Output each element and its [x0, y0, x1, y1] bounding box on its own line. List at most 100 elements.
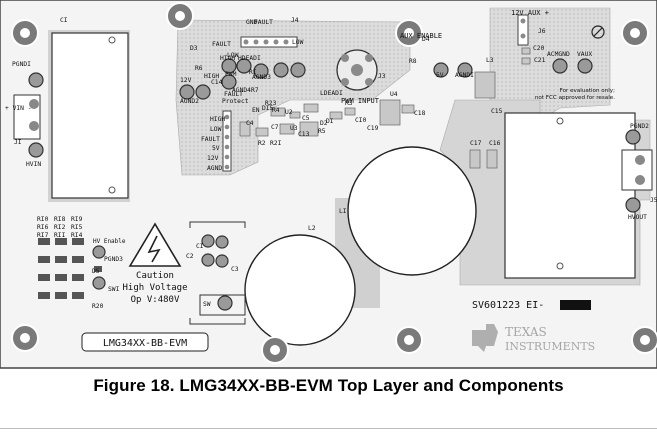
silkscreen-label: HIGH [204, 73, 219, 80]
silkscreen-label: DI5 [262, 105, 274, 112]
pwm-input-label: PWM INPUT [341, 97, 380, 105]
silkscreen-label: AGNDI [455, 72, 474, 79]
silkscreen-label: L2 [308, 225, 316, 232]
silkscreen-label: C16 [489, 140, 501, 147]
silkscreen-label: R23 [265, 100, 277, 107]
silkscreen-label: RI [249, 69, 257, 76]
silkscreen-label: PGND2 [630, 123, 649, 130]
silkscreen-label: R2 [258, 140, 266, 147]
silkscreen-label: C17 [470, 140, 482, 147]
silkscreen-label: R7 [251, 87, 259, 94]
silkscreen-label: RII [54, 232, 66, 239]
serial-number: SV601223 EI- [472, 300, 544, 311]
redacted-serial-block [560, 300, 591, 310]
silkscreen-label: JI [14, 139, 22, 146]
silkscreen-label: C13 [298, 131, 310, 138]
silkscreen-label: R20 [92, 303, 104, 310]
aux-supply-label: 12V AUX + [511, 9, 549, 17]
bottom-rule [0, 428, 657, 429]
caution-line3: Op V:480V [131, 295, 180, 305]
silkscreen-label: RI7 [37, 232, 49, 239]
silkscreen-label: D2 [320, 120, 328, 127]
svg-text:TEXAS: TEXAS [505, 325, 547, 339]
silkscreen-label: PGND3 [104, 256, 123, 263]
silkscreen-label: GND [246, 19, 258, 26]
silkscreen-label: R8 [409, 58, 417, 65]
silkscreen-label: LI [339, 208, 347, 215]
aux-enable-label: AUX ENABLE [400, 32, 442, 40]
figure-caption: Figure 18. LMG34XX-BB-EVM Top Layer and … [93, 376, 564, 395]
eval-note-line1: For evaluation only; [560, 88, 616, 94]
silkscreen-label: ACMGND [547, 51, 570, 58]
silkscreen-label: C2 [186, 253, 194, 260]
hv-enable-label: HV Enable [93, 238, 126, 245]
silkscreen-label: CI [196, 243, 204, 250]
caution-line2: High Voltage [122, 283, 187, 293]
silkscreen-label: RI2 [54, 224, 66, 231]
silkscreen-label: LDEADI [320, 90, 343, 97]
silkscreen-label: J5 [650, 197, 657, 204]
silkscreen-label: RI8 [54, 216, 66, 223]
silkscreen-label: + VIN - [5, 105, 32, 112]
silkscreen-label: AGND4 [232, 87, 251, 94]
silkscreen-label: LOW [210, 126, 222, 133]
silkscreen-label: C7 [271, 124, 279, 131]
silkscreen-label: J6 [538, 28, 546, 35]
silkscreen-label: J4 [291, 17, 299, 24]
silkscreen-label: U3 [290, 125, 298, 132]
silkscreen-label: D4 [422, 36, 430, 43]
silkscreen-label: HIGH [220, 55, 235, 62]
silkscreen-label: L3 [486, 57, 494, 64]
silkscreen-label: HIGH [210, 116, 225, 123]
silkscreen-label: SWI [108, 286, 120, 293]
eval-note-line2: not FCC approved for resale. [535, 95, 615, 101]
silkscreen-label: R2I [270, 140, 282, 147]
caution-line1: Caution [136, 271, 174, 281]
ti-logo-icon: TEXAS INSTRUMENTS [472, 324, 595, 353]
silkscreen-label: CI [60, 17, 68, 24]
silkscreen-label: C18 [414, 110, 426, 117]
silkscreen-label: LOW [292, 39, 304, 46]
silkscreen-label: PWM [225, 71, 237, 78]
silkscreen-label: C19 [367, 125, 379, 132]
silkscreen-label: AGND [207, 165, 222, 172]
silkscreen-label: PGNDI [12, 61, 31, 68]
silkscreen-label: U2 [285, 109, 293, 116]
silkscreen-label: HDEADI [238, 55, 261, 62]
silkscreen-label: HVIN [26, 161, 41, 168]
silkscreen-label: R4 [272, 107, 280, 114]
silkscreen-label: C3 [231, 266, 239, 273]
silkscreen-label: FAULT [212, 41, 231, 48]
silkscreen-label: RI4 [71, 232, 83, 239]
silkscreen-label: FAULT [254, 19, 273, 26]
silkscreen-label: C20 [533, 45, 545, 52]
silkscreen-label: C14 [211, 79, 223, 86]
silkscreen-label: 5V [212, 145, 220, 152]
silkscreen-label: Protect [222, 98, 249, 105]
silkscreen-label: J3 [378, 73, 386, 80]
silkscreen-label: RI6 [37, 224, 49, 231]
silkscreen-label: U4 [390, 91, 398, 98]
silkscreen-label: CI0 [355, 117, 367, 124]
silkscreen-label: RI9 [71, 216, 83, 223]
silkscreen-label: VAUX [577, 51, 592, 58]
silkscreen-label: RI5 [71, 224, 83, 231]
silkscreen-label: D5 [92, 268, 100, 275]
silkscreen-label: AGND2 [180, 98, 199, 105]
silkscreen-label: LOW [227, 52, 239, 59]
silkscreen-label: R3 [345, 100, 353, 107]
silkscreen-label: C5 [302, 115, 310, 122]
silkscreen-label: 5V [436, 72, 444, 79]
silkscreen-label: 12V [207, 155, 219, 162]
board-label: LMG34XX-BB-EVM [103, 338, 187, 349]
silkscreen-label: RI0 [37, 216, 49, 223]
pcb-board: LMG34XX-BB-EVM SV601223 EI- TEXAS INSTRU… [0, 0, 657, 369]
silkscreen-label: AGND3 [252, 74, 271, 81]
no-fcc-symbol-icon [591, 25, 605, 39]
silkscreen-label: C21 [534, 57, 546, 64]
hv-warning-triangle-icon [128, 222, 182, 267]
silkscreen-label: R5 [318, 128, 326, 135]
silkscreen-label: EN [252, 107, 260, 114]
silkscreen-label: D3 [190, 45, 198, 52]
